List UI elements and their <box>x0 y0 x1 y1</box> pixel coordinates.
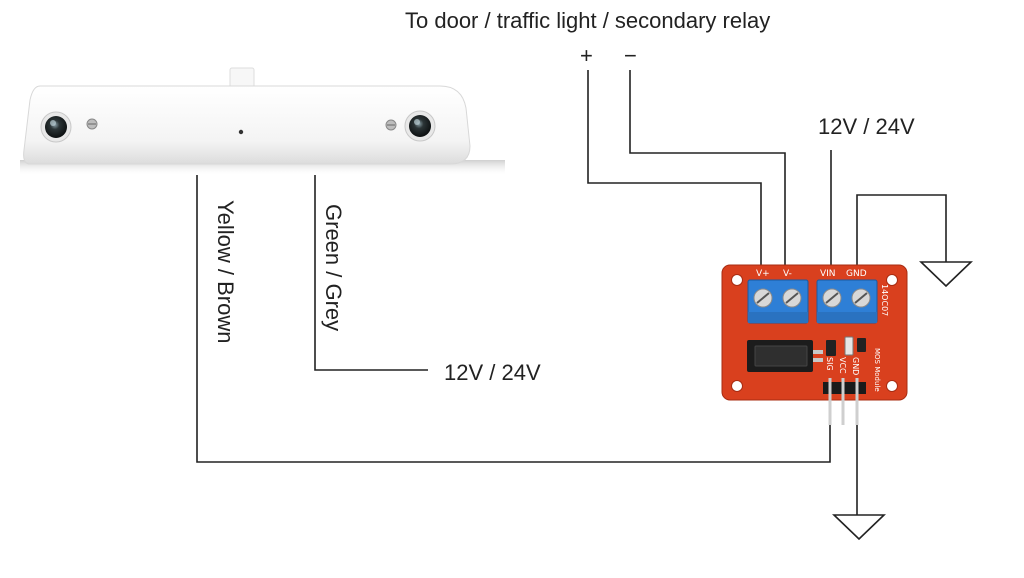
label-pin-gnd: GND <box>851 357 860 375</box>
mos-module-board: V+ V- VIN GND SIG VCC GND 14OC07 MOS Mod… <box>721 264 908 425</box>
smd-led <box>844 336 854 356</box>
sensor-device <box>20 67 505 176</box>
label-pin-vcc: VCC <box>838 357 847 374</box>
terminal-block-power-base <box>817 312 877 323</box>
wire-output-minus <box>629 70 786 275</box>
wire-green-grey <box>314 175 428 371</box>
ground-symbol-icon <box>919 261 973 288</box>
terminal-screw-slot <box>785 292 799 304</box>
wire-gnd-terminal <box>856 194 947 275</box>
mount-hole-icon <box>731 380 743 392</box>
mosfet-lead <box>813 358 823 362</box>
mount-hole-icon <box>886 380 898 392</box>
lens-right-glint <box>414 119 420 125</box>
ground-symbol-icon <box>832 514 886 541</box>
lens-left-glint <box>50 120 56 126</box>
output-destination-label: To door / traffic light / secondary rela… <box>405 8 771 33</box>
wire-output-plus <box>587 70 762 275</box>
smd-resistor <box>826 340 836 356</box>
label-module-title: MOS Module <box>873 348 881 392</box>
mosfet-tab <box>754 345 808 367</box>
terminal-screw-slot <box>854 292 868 304</box>
plus-sign-label: + <box>580 43 593 68</box>
sensor-supply-voltage-label: 12V / 24V <box>444 360 541 385</box>
terminal-block-output-base <box>748 312 808 323</box>
label-model: 14OC07 <box>880 284 889 316</box>
terminal-screw-slot <box>756 292 770 304</box>
wire-green-grey-label: Green / Grey <box>321 204 346 332</box>
label-gnd-terminal: GND <box>846 269 867 279</box>
label-vplus: V+ <box>756 269 770 279</box>
lens-left-icon <box>45 116 67 138</box>
wire-yellow-brown <box>196 175 831 463</box>
sensor-body <box>23 85 471 165</box>
minus-sign-label: − <box>624 43 637 68</box>
wires <box>196 70 947 515</box>
mount-hole-icon <box>731 274 743 286</box>
terminal-screw-slot <box>825 292 839 304</box>
smd-resistor <box>857 338 866 352</box>
sensor-status-led <box>238 129 244 135</box>
lens-right-icon <box>409 115 431 137</box>
label-pin-sig: SIG <box>825 357 834 371</box>
mount-hole-icon <box>886 274 898 286</box>
wire-yellow-brown-label: Yellow / Brown <box>213 200 238 344</box>
label-vminus: V- <box>783 269 792 279</box>
supply-voltage-label: 12V / 24V <box>818 114 915 139</box>
mosfet-lead <box>813 350 823 354</box>
label-vin: VIN <box>820 269 836 279</box>
